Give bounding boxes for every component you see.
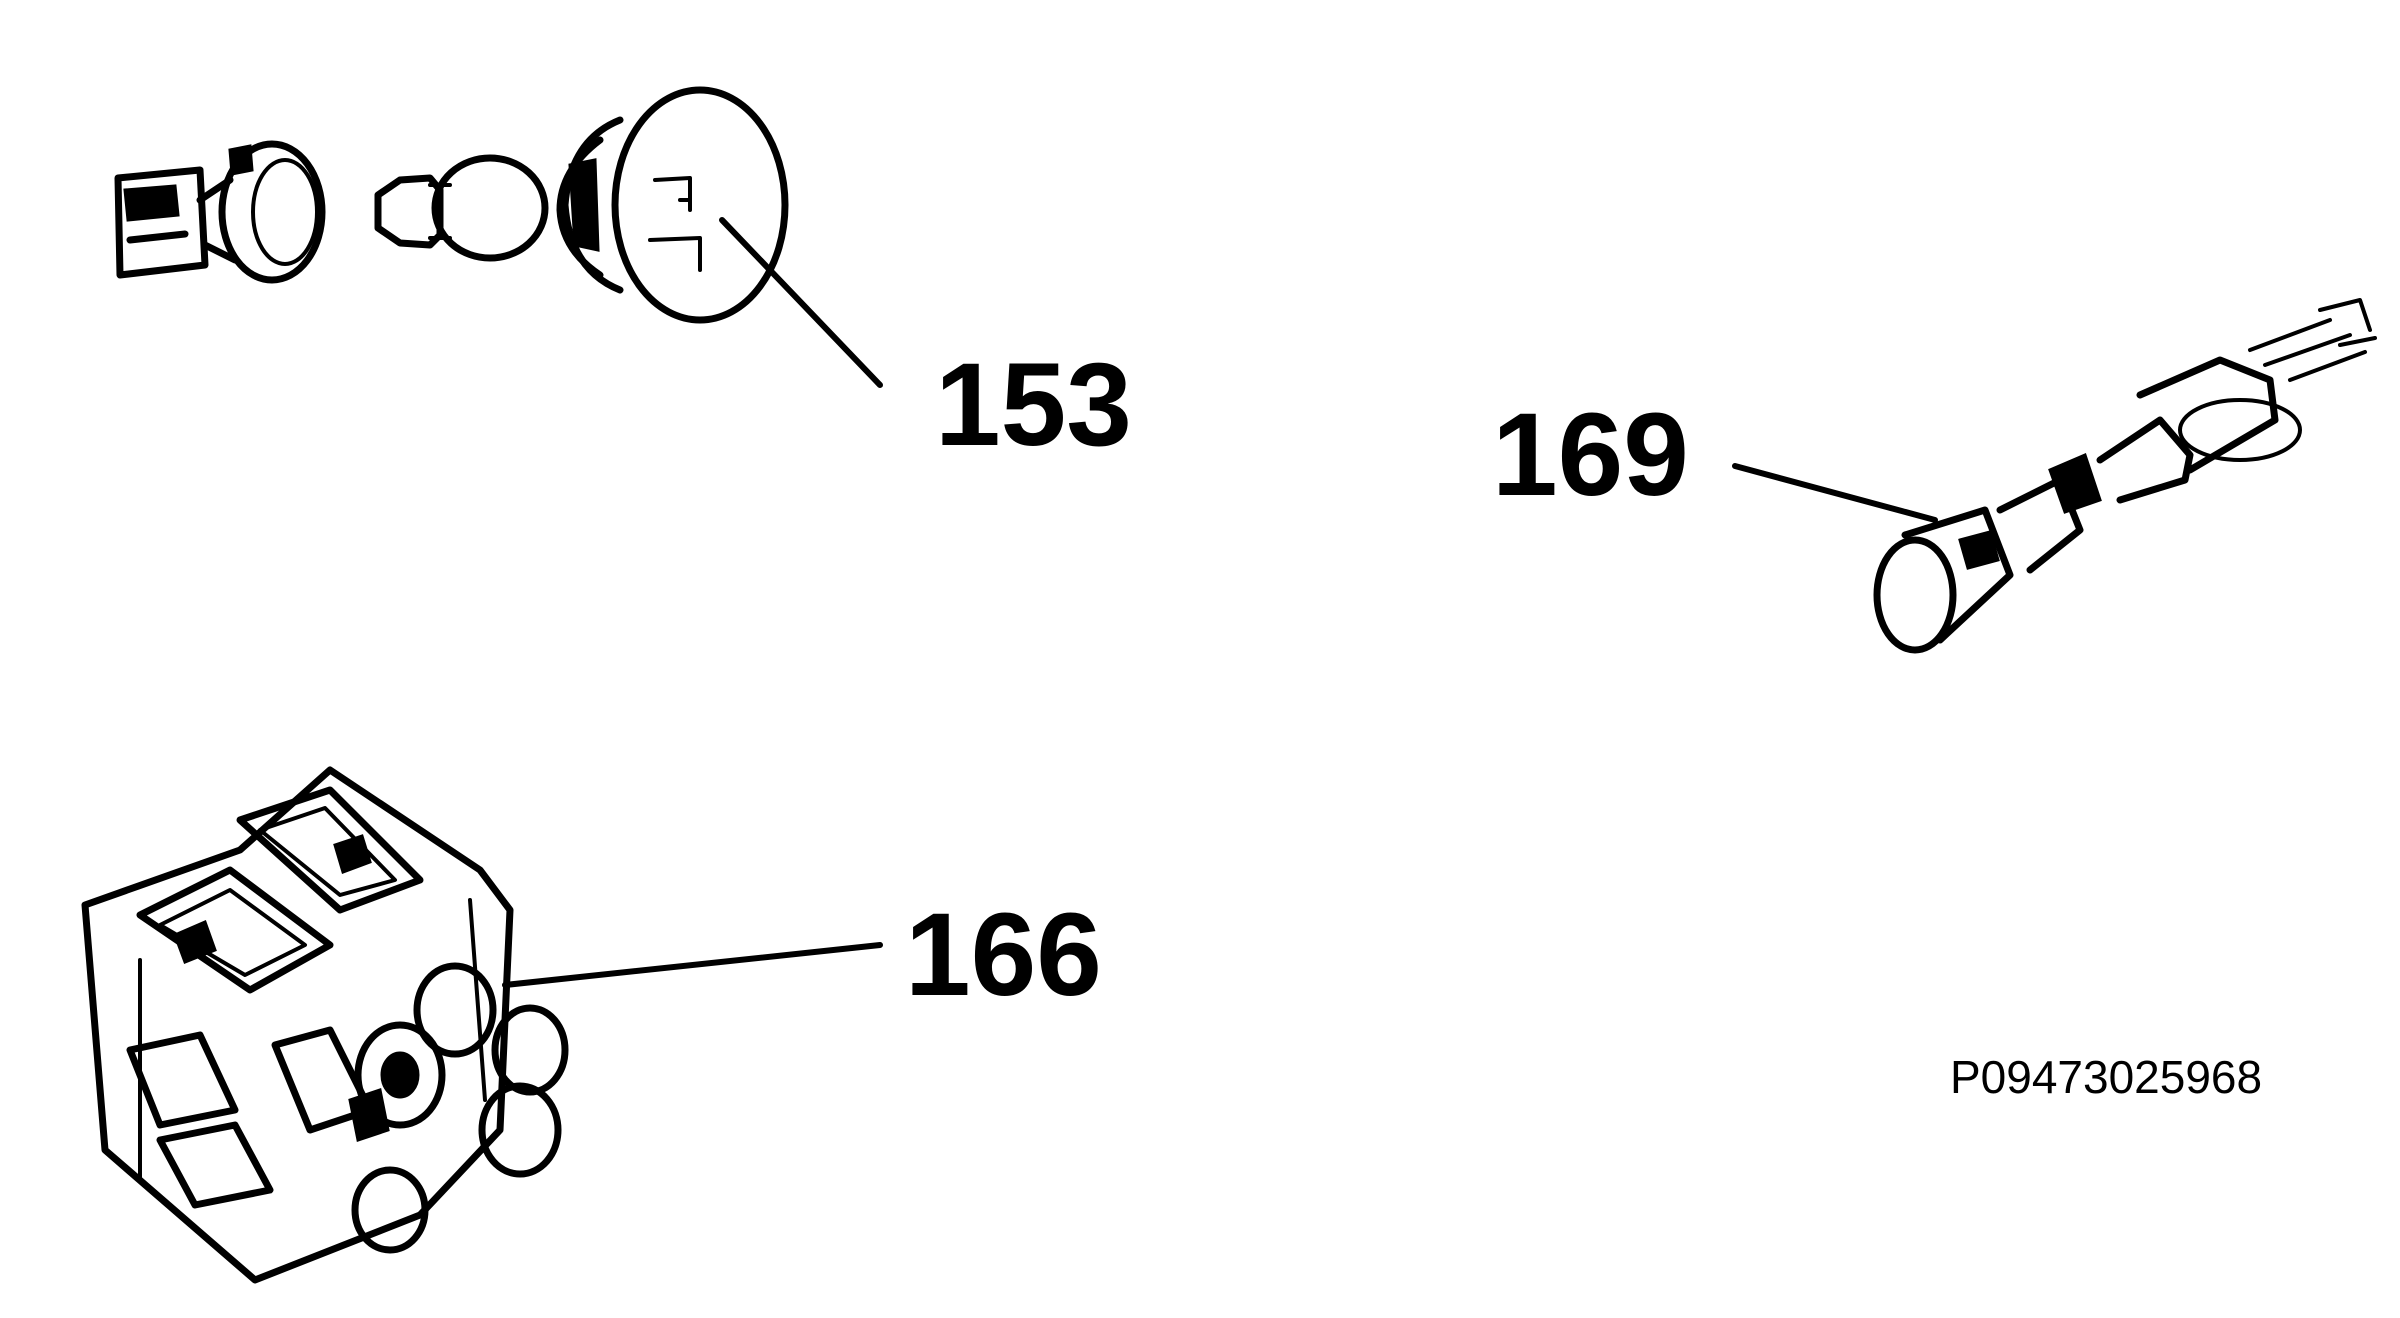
part-166-fuse-block: 166 — [81, 766, 1102, 1284]
diagram-reference-code: P09473025968 — [1950, 1051, 2262, 1103]
fuse-block-housing — [81, 766, 514, 1284]
leader-line-153 — [719, 217, 883, 388]
lamp-lens-cap — [556, 86, 789, 324]
leader-line-169 — [1732, 463, 1938, 523]
leader-line-166 — [502, 942, 883, 988]
lamp-bulb — [374, 154, 549, 262]
part-153-lamp-assembly: 153 — [114, 86, 1132, 471]
lamp-socket — [114, 140, 326, 284]
connector-body — [1873, 298, 2377, 654]
callout-label-169: 169 — [1492, 389, 1689, 521]
part-169-bulb-connector: 169 — [1492, 298, 2377, 654]
callout-label-153: 153 — [935, 339, 1132, 471]
callout-label-166: 166 — [905, 889, 1102, 1021]
